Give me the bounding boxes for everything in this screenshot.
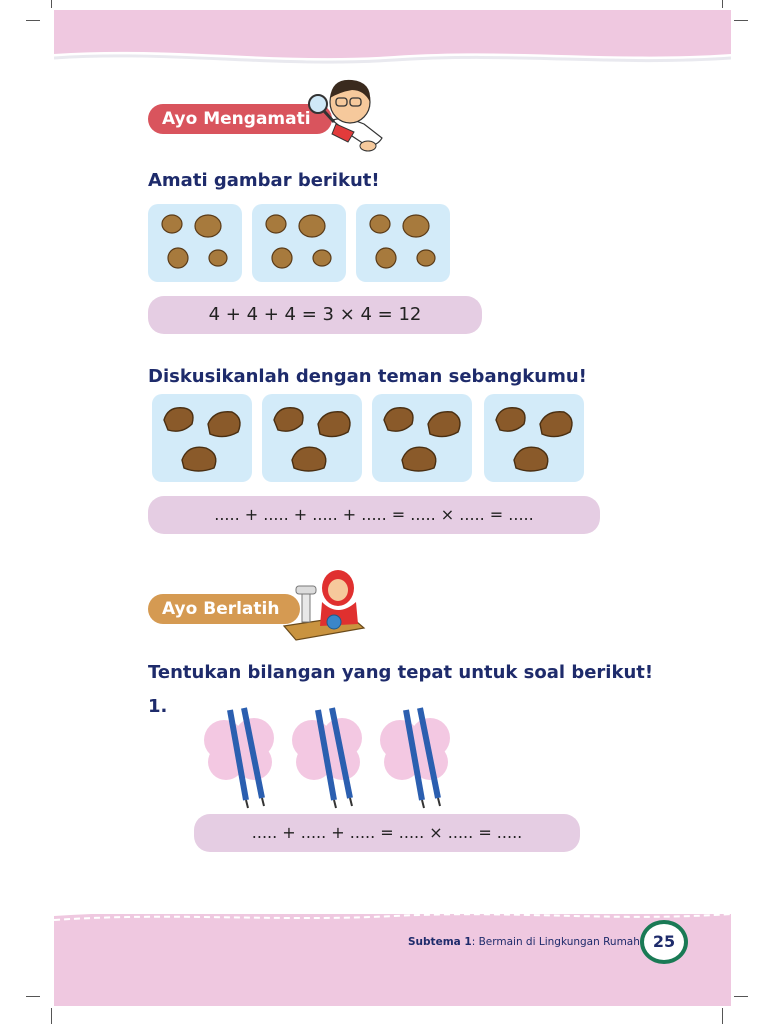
crop-mark bbox=[734, 20, 748, 21]
footer-wave bbox=[54, 900, 731, 921]
page-number-badge bbox=[640, 920, 688, 964]
stones-illustration bbox=[163, 407, 573, 472]
crop-mark bbox=[722, 0, 723, 8]
instruction-amati: Amati gambar berikut! bbox=[148, 170, 380, 191]
crop-mark bbox=[26, 20, 40, 21]
equation-blank-pencils: ..... + ..... + ..... = ..... × ..... = … bbox=[194, 814, 580, 852]
item-number-1: 1. bbox=[148, 696, 168, 717]
ayo-mengamati-tag: Ayo Mengamati bbox=[148, 104, 332, 134]
instruction-diskusikanlah: Diskusikanlah dengan teman sebangkumu! bbox=[148, 366, 587, 387]
potato-group-2 bbox=[252, 204, 346, 282]
footer-subtema: Subtema 1: Bermain di Lingkungan Rumah bbox=[408, 936, 640, 948]
potato-group-3 bbox=[356, 204, 450, 282]
potato-group-1 bbox=[148, 204, 242, 282]
ayo-berlatih-tag: Ayo Berlatih bbox=[148, 594, 300, 624]
header-wave bbox=[54, 51, 731, 70]
crop-mark bbox=[51, 0, 52, 8]
crop-mark bbox=[51, 1008, 52, 1024]
instruction-tentukan: Tentukan bilangan yang tepat untuk soal … bbox=[148, 662, 654, 683]
equation-example: 4 + 4 + 4 = 3 × 4 = 12 bbox=[148, 296, 482, 334]
girl-at-desk-illustration bbox=[282, 570, 366, 641]
pencils-illustration bbox=[204, 707, 450, 809]
page-number: 25 bbox=[652, 932, 676, 951]
boy-with-magnifier-illustration bbox=[308, 79, 383, 152]
footer-band bbox=[54, 914, 731, 1006]
footer-subtema-label: Subtema 1 bbox=[408, 936, 472, 948]
equation-blank-stones: ..... + ..... + ..... + ..... = ..... × … bbox=[148, 496, 600, 534]
potatoes-illustration bbox=[161, 214, 436, 269]
footer-subtema-title: : Bermain di Lingkungan Rumah bbox=[471, 936, 640, 948]
crop-mark bbox=[26, 996, 40, 997]
crop-mark bbox=[734, 996, 748, 997]
crop-mark bbox=[722, 1008, 723, 1024]
